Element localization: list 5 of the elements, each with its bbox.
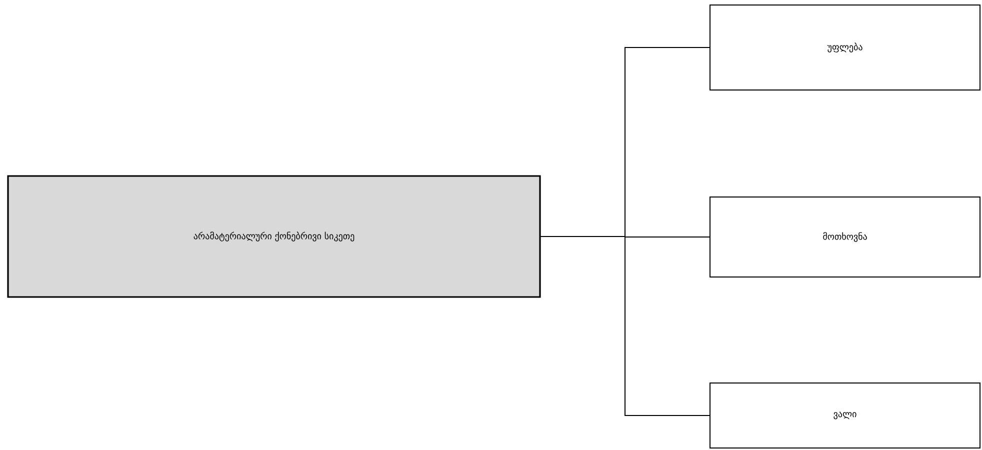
branch-box: მოთხოვნა: [710, 196, 980, 278]
connector-line: [540, 236, 710, 416]
branch-box: ვალი: [710, 382, 980, 448]
branch-box: უფლება: [710, 4, 980, 90]
main-box: არამატერიალური ქონებრივი სიკეთე: [7, 175, 541, 298]
